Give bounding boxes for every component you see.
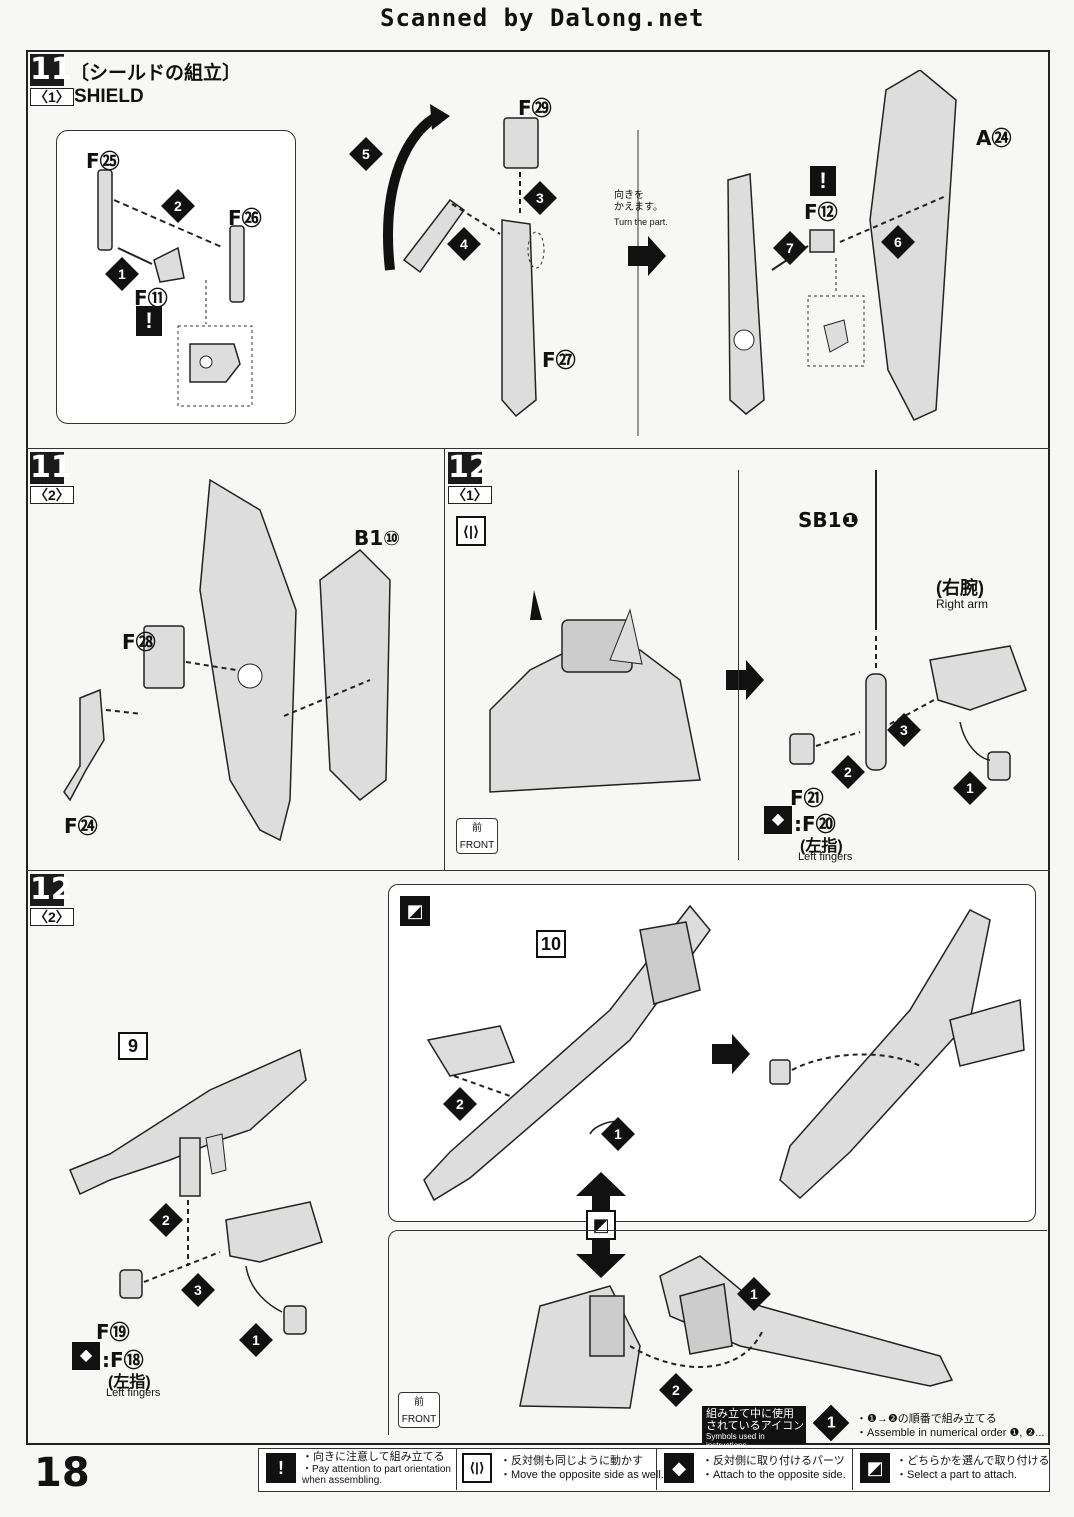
opposite-side-icon: ◆ (764, 806, 792, 834)
front-indicator-2: 前 FRONT (398, 1392, 440, 1428)
part-f18: :F⑱ (102, 1348, 144, 1372)
left-fingers-jp-1: (左指) (800, 838, 843, 855)
opposite-side-icon-2: ◆ (72, 1342, 100, 1370)
part-f27: F㉗ (542, 348, 576, 372)
step-11-title-en: SHIELD (74, 86, 144, 107)
front-indicator: 前 FRONT (456, 818, 498, 854)
left-fingers-en-1: Left fingers (798, 851, 853, 863)
step-11b-number: 11 (30, 450, 72, 485)
divider-2 (26, 870, 1050, 871)
legend-title-en: Symbols used in instructions (706, 1432, 765, 1450)
part-a24: A㉔ (976, 126, 1012, 150)
bazooka-box-lower (388, 1230, 1047, 1435)
part-f28: F㉘ (122, 630, 156, 654)
legend-title-box: 組み立て中に使用 されているアイコン Symbols used in instr… (702, 1406, 806, 1450)
bazooka-drawing-2 (519, 1255, 954, 1409)
legend-mirror-icon: ⟨|⟩ (462, 1453, 492, 1483)
select-icon-2: ◩ (586, 1210, 616, 1240)
weapon-10-label: 10 (536, 930, 566, 958)
right-arm-en: Right arm (936, 597, 989, 611)
part-f20: :F⑳ (794, 812, 836, 836)
scan-credit: Scanned by Dalong.net (380, 4, 705, 32)
part-f12: F⑫ (804, 200, 838, 224)
part-f24: F㉔ (64, 814, 98, 838)
rotation-arrow (383, 104, 639, 436)
robot-torso-drawing (489, 590, 701, 793)
left-fingers-en-2: Left fingers (106, 1387, 161, 1399)
legend-select-en: ・Select a part to attach. (896, 1469, 1018, 1481)
legend-opposite-icon: ◆ (664, 1453, 694, 1483)
weapon-9-label: 9 (118, 1032, 148, 1060)
step-12b-number: 12 (30, 872, 72, 907)
divider-1 (26, 448, 1050, 449)
page-frame (26, 50, 1050, 1445)
bazooka-drawing-1 (423, 904, 1025, 1202)
front-en-2: FRONT (401, 1414, 437, 1425)
legend-sep-3 (852, 1448, 853, 1490)
right-arm-jp: (右腕) (936, 578, 984, 598)
front-en: FRONT (459, 840, 495, 851)
inset-box (56, 130, 296, 424)
legend-sep-1 (456, 1448, 457, 1490)
select-icon: ◩ (400, 896, 430, 926)
step-12b-sub: 〈2〉 (30, 908, 74, 926)
rifle-drawing (69, 1048, 323, 1335)
step-11-sub: 〈1〉 (30, 88, 74, 106)
left-fingers-jp-2: (左指) (108, 1374, 151, 1391)
legend-caution-icon: ! (266, 1453, 296, 1483)
next-arrow-2 (726, 660, 764, 700)
front-jp: 前 (472, 823, 482, 834)
part-f19: F⑲ (96, 1320, 130, 1344)
page-number: 18 (34, 1450, 90, 1496)
legend-opposite-jp: ・反対側に取り付けるパーツ (702, 1455, 845, 1467)
front-jp-2: 前 (414, 1397, 424, 1408)
divider-v2 (738, 470, 739, 860)
caution-icon-2: ! (810, 166, 836, 196)
legend-order-en: ・Assemble in numerical order ❶, ❷... (856, 1427, 1045, 1439)
legend-mirror-en: ・Move the opposite side as well. (500, 1469, 664, 1481)
beam-saber-drawing (789, 470, 1027, 781)
legend-mirror-jp: ・反対側も同じように動かす (500, 1455, 643, 1467)
turn-en: Turn the part. (614, 217, 668, 227)
turn-jp: 向きを かえます。 (614, 190, 663, 213)
step-11-title-jp: 〔シールドの組立〕 (70, 63, 242, 84)
part-sb1-1: SB1❶ (798, 508, 859, 532)
caution-icon: ! (136, 306, 162, 336)
step-12-number: 12 (448, 450, 490, 485)
legend-caution-en: ・Pay attention to part orientation when … (302, 1464, 451, 1486)
part-b1-10: B1⑩ (354, 526, 401, 550)
shield-drawing (727, 70, 957, 421)
legend-opposite-en: ・Attach to the opposite side. (702, 1469, 846, 1481)
legend-sep-2 (656, 1448, 657, 1490)
mirror-icon: ⟨|⟩ (456, 516, 486, 546)
part-f25: F㉕ (86, 149, 120, 173)
legend-select-icon: ◩ (860, 1453, 890, 1483)
step-11-number: 11 (30, 52, 72, 87)
divider-v1 (444, 448, 445, 870)
step-12-sub: 〈1〉 (448, 486, 492, 504)
legend-order-jp: ・❶→❷の順番で組み立てる (856, 1413, 997, 1425)
legend-select-jp: ・どちらかを選んで取り付ける (896, 1455, 1050, 1467)
shield-assembly-drawing (63, 478, 391, 842)
next-arrow-1 (628, 236, 666, 276)
part-f21: F㉑ (790, 786, 824, 810)
part-f29: F㉙ (518, 96, 552, 120)
step-11b-sub: 〈2〉 (30, 486, 74, 504)
legend-title-jp: 組み立て中に使用 されているアイコン (706, 1408, 805, 1432)
legend-caution-jp: ・向きに注意して組み立てる (302, 1451, 445, 1463)
legend-row (258, 1448, 1050, 1492)
next-arrow-3 (712, 1034, 750, 1074)
inset-drawing (97, 169, 253, 407)
